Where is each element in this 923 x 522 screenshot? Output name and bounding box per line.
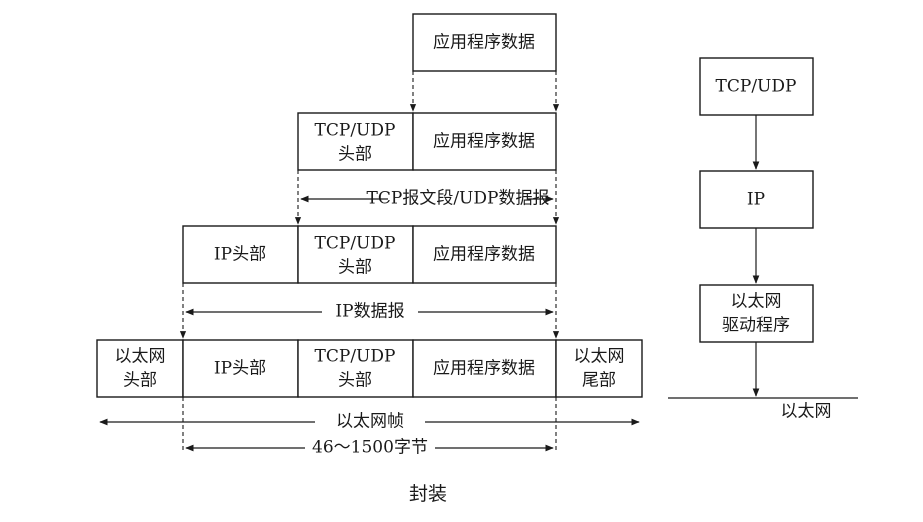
span-frame-size: 46～1500字节 <box>185 438 554 458</box>
tcp-udp-header-line2: 头部 <box>338 371 372 391</box>
ip-header-box <box>182 225 299 284</box>
span-ip-datagram: IP数据报 <box>185 302 554 322</box>
eth-header-line1: 以太网 <box>115 347 166 367</box>
tcp-udp-header-line1: TCP/UDP <box>315 121 396 141</box>
network-label: 以太网 <box>781 402 832 422</box>
app-data-label: 应用程序数据 <box>433 132 535 152</box>
eth-driver-line2: 驱动程序 <box>722 316 790 336</box>
ip-datagram-label: IP数据报 <box>335 302 404 322</box>
tcp-udp-header-box <box>297 225 414 284</box>
row-transport: TCP/UDP 头部 应用程序数据 <box>297 112 557 171</box>
row-network: IP头部 TCP/UDP 头部 应用程序数据 <box>182 225 557 284</box>
frame-size-label: 46～1500字节 <box>312 438 428 458</box>
protocol-stack: TCP/UDP IP 以太网 驱动程序 以太网 <box>668 57 858 422</box>
tcp-udp-header-line2: 头部 <box>338 258 372 278</box>
tcp-udp-header-line1: TCP/UDP <box>315 234 396 254</box>
tcp-udp-layer-box <box>699 57 814 116</box>
ip-layer-label: IP <box>747 190 765 210</box>
ip-header-label: IP头部 <box>214 359 266 379</box>
ip-header-box <box>182 339 299 398</box>
eth-trailer-line1: 以太网 <box>574 347 625 367</box>
app-data-box <box>412 112 557 171</box>
eth-frame-label: 以太网帧 <box>336 412 404 432</box>
row-link: 以太网 头部 IP头部 TCP/UDP 头部 应用程序数据 以太网 尾部 <box>96 339 643 398</box>
app-data-label: 应用程序数据 <box>433 245 535 265</box>
app-data-label: 应用程序数据 <box>433 33 535 53</box>
tcp-segment-label: TCP报文段/UDP数据报 <box>367 189 550 209</box>
eth-header-line2: 头部 <box>123 371 157 391</box>
ip-header-label: IP头部 <box>214 245 266 265</box>
row-application: 应用程序数据 <box>412 13 557 72</box>
eth-driver-line1: 以太网 <box>731 292 782 312</box>
app-data-box <box>412 339 557 398</box>
app-data-label: 应用程序数据 <box>433 359 535 379</box>
tcp-udp-header-line2: 头部 <box>338 145 372 165</box>
tcp-udp-layer-label: TCP/UDP <box>716 77 797 97</box>
app-data-box <box>412 225 557 284</box>
figure-caption: 封装 <box>409 483 447 505</box>
span-tcp-segment: TCP报文段/UDP数据报 <box>300 189 554 209</box>
eth-trailer-line2: 尾部 <box>582 371 616 391</box>
eth-trailer-box <box>555 339 643 398</box>
span-eth-frame: 以太网帧 <box>99 412 640 432</box>
tcp-udp-header-box <box>297 112 414 171</box>
eth-header-box <box>96 339 184 398</box>
tcp-udp-header-line1: TCP/UDP <box>315 347 396 367</box>
app-data-box <box>412 13 557 72</box>
ip-layer-box <box>699 170 814 229</box>
